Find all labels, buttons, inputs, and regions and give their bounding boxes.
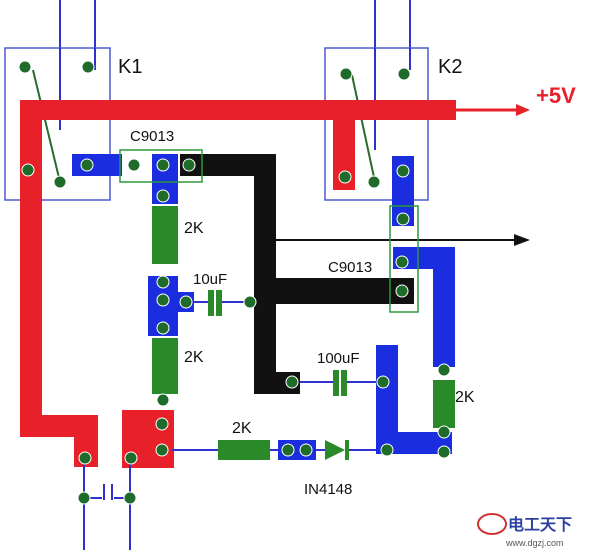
relay-k2-label: K2 — [438, 56, 462, 78]
transistor-q1-label: C9013 — [130, 128, 174, 145]
relay-k2 — [324, 47, 429, 201]
watermark-text: 电工天下 — [508, 515, 572, 534]
supply-arrow — [456, 104, 530, 116]
resistor-r2-label: 2K — [184, 349, 204, 366]
transistor-q2-label: C9013 — [328, 259, 372, 276]
transistor-q2 — [389, 205, 419, 313]
capacitor-c1-label: 10uF — [193, 271, 227, 288]
watermark: 电工天下 www.dgzj.com — [477, 513, 572, 548]
capacitor-c2-label: 100uF — [317, 350, 360, 367]
capacitor-c2 — [300, 370, 376, 396]
transistor-q1 — [119, 149, 203, 183]
resistor-r1-label: 2K — [184, 220, 204, 237]
resistor-r4-label: 2K — [455, 389, 475, 406]
bottom-wires — [83, 458, 131, 550]
diode-d1-label: IN4148 — [304, 481, 352, 498]
watermark-url: www.dgzj.com — [505, 538, 564, 548]
solder-pads — [18, 60, 451, 505]
diode-d1 — [316, 440, 376, 460]
relay-k1-label: K1 — [118, 56, 142, 78]
resistor-r4 — [433, 380, 455, 428]
resistor-r3 — [172, 440, 278, 460]
black-traces — [180, 154, 414, 394]
output-arrow — [276, 234, 530, 246]
supply-voltage-label: +5V — [536, 83, 576, 108]
watermark-logo-icon — [477, 513, 507, 535]
resistor-r1 — [152, 206, 178, 264]
top-wires — [59, 0, 411, 50]
resistor-r2 — [152, 338, 178, 394]
resistor-r3-label: 2K — [232, 420, 252, 437]
